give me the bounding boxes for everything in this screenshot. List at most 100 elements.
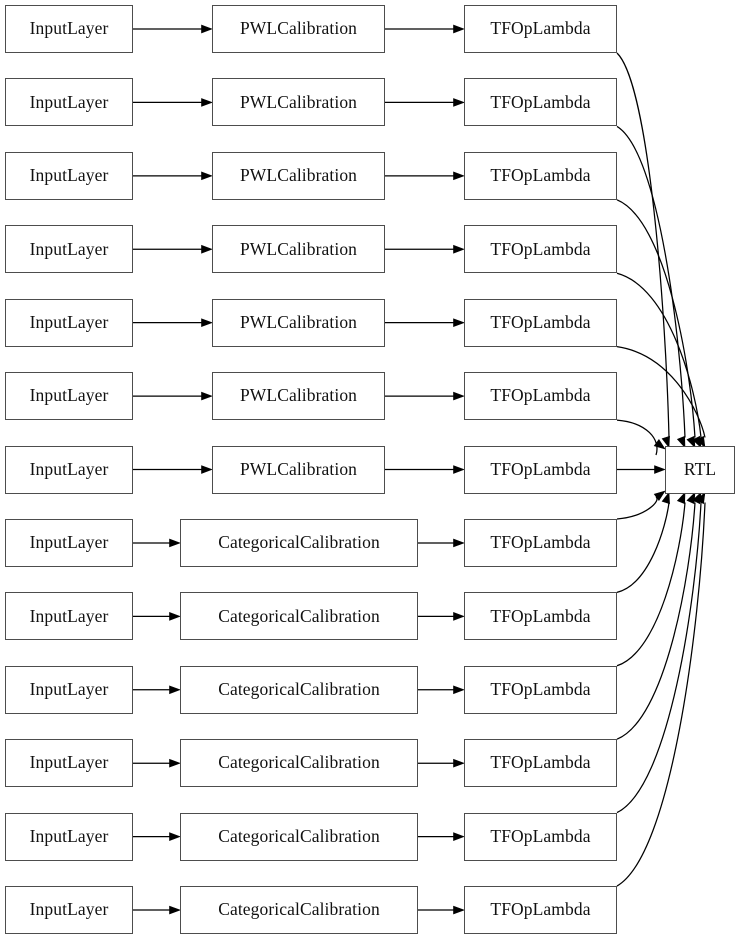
node-input-layer-9[interactable]: InputLayer	[5, 665, 133, 714]
node-input-layer-5[interactable]: InputLayer	[5, 372, 133, 421]
node-tfoplambda-11[interactable]: TFOpLambda	[464, 812, 617, 861]
node-input-layer-1[interactable]: InputLayer	[5, 78, 133, 127]
node-pwl-calibration-1[interactable]: PWLCalibration	[212, 78, 385, 127]
node-categorical-calibration-10-label: CategoricalCalibration	[218, 752, 380, 773]
edge-calibration-to-tfop-12-arrowhead	[453, 905, 465, 915]
edge-input-to-calibration-9-arrowhead	[169, 685, 181, 695]
node-tfoplambda-10-label: TFOpLambda	[490, 752, 591, 773]
edge-tfop-to-rtl-9-line	[616, 502, 686, 667]
node-input-layer-6[interactable]: InputLayer	[5, 445, 133, 494]
node-pwl-calibration-4-label: PWLCalibration	[239, 311, 358, 332]
edge-tfop-to-rtl-5-arrowhead	[653, 439, 666, 450]
node-categorical-calibration-9[interactable]: CategoricalCalibration	[180, 665, 418, 714]
edge-calibration-to-tfop-4-arrowhead	[453, 318, 465, 328]
node-categorical-calibration-12[interactable]: CategoricalCalibration	[180, 886, 418, 935]
node-input-layer-3-label: InputLayer	[29, 238, 109, 259]
node-tfoplambda-3[interactable]: TFOpLambda	[464, 225, 617, 274]
edge-input-to-calibration-0-arrowhead	[201, 24, 213, 34]
node-pwl-calibration-5[interactable]: PWLCalibration	[212, 372, 385, 421]
edge-input-to-calibration-12-arrowhead	[169, 905, 181, 915]
node-tfoplambda-12-label: TFOpLambda	[490, 899, 591, 920]
edge-input-to-calibration-7-arrowhead	[169, 538, 181, 548]
node-pwl-calibration-4[interactable]: PWLCalibration	[212, 298, 385, 347]
node-input-layer-6-label: InputLayer	[29, 458, 109, 479]
edge-tfop-to-rtl-1-line	[616, 125, 686, 438]
node-categorical-calibration-7[interactable]: CategoricalCalibration	[180, 518, 418, 567]
node-input-layer-4[interactable]: InputLayer	[5, 298, 133, 347]
edge-tfop-to-rtl-12-line	[616, 502, 706, 887]
edge-calibration-to-tfop-5-arrowhead	[453, 391, 465, 401]
node-pwl-calibration-0-label: PWLCalibration	[239, 18, 358, 39]
node-pwl-calibration-5-label: PWLCalibration	[239, 385, 358, 406]
node-tfoplambda-5[interactable]: TFOpLambda	[464, 372, 617, 421]
edge-tfop-to-rtl-12-arrowhead	[696, 491, 706, 505]
node-categorical-calibration-11[interactable]: CategoricalCalibration	[180, 812, 418, 861]
edge-calibration-to-tfop-10-arrowhead	[453, 758, 465, 768]
edge-calibration-to-tfop-6-arrowhead	[453, 465, 465, 474]
node-categorical-calibration-7-label: CategoricalCalibration	[218, 532, 380, 553]
edge-tfop-to-rtl-11-arrowhead	[692, 491, 702, 505]
edge-calibration-to-tfop-0-arrowhead	[453, 24, 465, 34]
node-tfoplambda-1-label: TFOpLambda	[490, 91, 591, 112]
edge-tfop-to-rtl-10-arrowhead	[686, 491, 696, 505]
node-tfoplambda-2-label: TFOpLambda	[490, 165, 591, 186]
node-input-layer-0-label: InputLayer	[29, 18, 109, 39]
edge-input-to-calibration-2-arrowhead	[201, 171, 213, 181]
node-tfoplambda-4-label: TFOpLambda	[490, 311, 591, 332]
node-tfoplambda-9[interactable]: TFOpLambda	[464, 665, 617, 714]
node-pwl-calibration-6[interactable]: PWLCalibration	[212, 445, 385, 494]
node-input-layer-7[interactable]: InputLayer	[5, 518, 133, 567]
node-tfoplambda-2[interactable]: TFOpLambda	[464, 151, 617, 200]
edge-tfop-to-rtl-3-line	[616, 272, 702, 438]
node-pwl-calibration-2[interactable]: PWLCalibration	[212, 151, 385, 200]
node-categorical-calibration-9-label: CategoricalCalibration	[218, 679, 380, 700]
node-input-layer-12[interactable]: InputLayer	[5, 886, 133, 935]
node-pwl-calibration-2-label: PWLCalibration	[239, 165, 358, 186]
node-categorical-calibration-8[interactable]: CategoricalCalibration	[180, 592, 418, 641]
edge-tfop-to-rtl-11-line	[616, 502, 702, 814]
node-tfoplambda-6[interactable]: TFOpLambda	[464, 445, 617, 494]
edge-input-to-calibration-6-arrowhead	[201, 465, 213, 474]
edge-input-to-calibration-1-arrowhead	[201, 98, 213, 107]
edge-tfop-to-rtl-10-line	[616, 502, 696, 740]
node-input-layer-10[interactable]: InputLayer	[5, 739, 133, 788]
edge-calibration-to-tfop-9-arrowhead	[453, 685, 465, 695]
node-input-layer-9-label: InputLayer	[29, 679, 109, 700]
node-input-layer-2[interactable]: InputLayer	[5, 151, 133, 200]
node-tfoplambda-0[interactable]: TFOpLambda	[464, 5, 617, 53]
node-input-layer-10-label: InputLayer	[29, 752, 109, 773]
edge-input-to-calibration-11-arrowhead	[169, 832, 181, 841]
node-tfoplambda-12[interactable]: TFOpLambda	[464, 886, 617, 935]
node-input-layer-2-label: InputLayer	[29, 165, 109, 186]
node-categorical-calibration-10[interactable]: CategoricalCalibration	[180, 739, 418, 788]
node-categorical-calibration-8-label: CategoricalCalibration	[218, 605, 380, 626]
node-pwl-calibration-1-label: PWLCalibration	[239, 91, 358, 112]
node-tfoplambda-4[interactable]: TFOpLambda	[464, 298, 617, 347]
node-categorical-calibration-12-label: CategoricalCalibration	[218, 899, 380, 920]
node-tfoplambda-9-label: TFOpLambda	[490, 679, 591, 700]
edge-input-to-calibration-10-arrowhead	[169, 758, 181, 768]
node-categorical-calibration-11-label: CategoricalCalibration	[218, 825, 380, 846]
node-tfoplambda-7[interactable]: TFOpLambda	[464, 518, 617, 567]
node-pwl-calibration-6-label: PWLCalibration	[239, 458, 358, 479]
node-tfoplambda-10[interactable]: TFOpLambda	[464, 739, 617, 788]
node-input-layer-11[interactable]: InputLayer	[5, 812, 133, 861]
node-pwl-calibration-0[interactable]: PWLCalibration	[212, 5, 385, 53]
edge-tfop-to-rtl-7-arrowhead	[653, 490, 666, 501]
edge-tfop-to-rtl-6-arrowhead	[654, 465, 666, 474]
node-input-layer-3[interactable]: InputLayer	[5, 225, 133, 274]
node-input-layer-0[interactable]: InputLayer	[5, 5, 133, 53]
edge-input-to-calibration-3-arrowhead	[201, 244, 213, 254]
node-tfoplambda-5-label: TFOpLambda	[490, 385, 591, 406]
node-tfoplambda-0-label: TFOpLambda	[490, 18, 591, 39]
node-rtl-output[interactable]: RTL	[665, 446, 735, 494]
node-tfoplambda-8-label: TFOpLambda	[490, 605, 591, 626]
edge-tfop-to-rtl-8-arrowhead	[661, 491, 670, 505]
node-tfoplambda-1[interactable]: TFOpLambda	[464, 78, 617, 127]
node-rtl-output-label: RTL	[683, 459, 717, 480]
node-input-layer-8[interactable]: InputLayer	[5, 592, 133, 641]
node-tfoplambda-8[interactable]: TFOpLambda	[464, 592, 617, 641]
node-pwl-calibration-3[interactable]: PWLCalibration	[212, 225, 385, 274]
edge-input-to-calibration-4-arrowhead	[201, 318, 213, 328]
